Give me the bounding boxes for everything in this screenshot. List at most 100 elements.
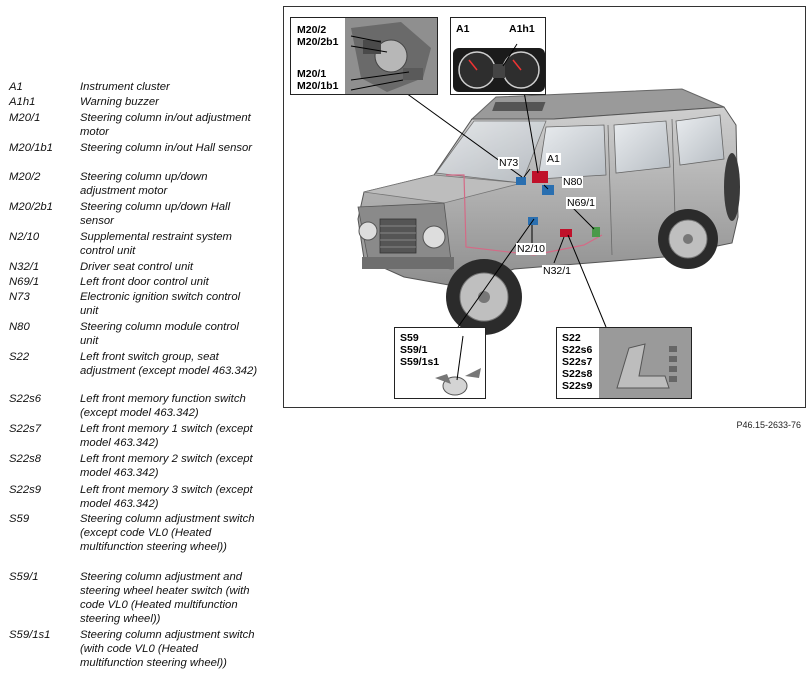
front-bumper — [362, 257, 454, 269]
callout-steering-switch: S59 S59/1 S59/1s1 — [394, 327, 486, 399]
legend-description: Steering column up/down Hall sensor — [80, 201, 231, 227]
legend-row: S22s6 Left front memory function switch (… — [9, 392, 269, 420]
component-n80 — [542, 185, 554, 195]
tag-n2-10: N2/10 — [516, 243, 547, 255]
legend-description: Left front memory 1 switch (except model… — [80, 423, 253, 449]
legend-row: S59/1 Steering column adjustment and stee… — [9, 570, 269, 626]
headlight-left — [358, 221, 378, 241]
legend-description: Steering column adjustment and steering … — [80, 571, 250, 625]
callout-steering-motor: M20/2 M20/2b1 M20/1 M20/1b1 — [290, 17, 438, 95]
legend-description: Steering column in/out Hall sensor — [80, 142, 253, 154]
legend-row: N2/10 Supplemental restraint system contr… — [9, 230, 269, 258]
component-n73 — [516, 177, 526, 185]
steering-switch-photo — [435, 335, 481, 396]
legend-code: S59 — [9, 513, 30, 525]
label-s59-1: S59/1 — [400, 344, 428, 356]
legend-description: Steering column module control unit — [80, 321, 239, 347]
legend-code: M20/2b1 — [9, 201, 53, 213]
component-n69-1 — [592, 227, 600, 237]
side-window-rear — [675, 114, 725, 166]
label-a1: A1 — [456, 23, 470, 35]
legend-description: Steering column adjustment switch (excep… — [80, 513, 255, 553]
legend-code: M20/1b1 — [9, 142, 53, 154]
legend-row: S59/1s1 Steering column adjustment switch… — [9, 628, 269, 670]
legend-code: N80 — [9, 321, 30, 333]
legend-row: M20/1 Steering column in/out adjustment m… — [9, 111, 269, 139]
side-window-middle — [613, 120, 671, 174]
label-s22s6: S22s6 — [562, 344, 593, 356]
tag-n73: N73 — [498, 157, 520, 169]
legend-description: Steering column adjustment switch (with … — [80, 629, 255, 669]
wheel-front — [446, 259, 522, 335]
steering-motor-photo — [345, 18, 437, 94]
headlight-right — [422, 225, 446, 249]
legend-code: M20/1 — [9, 112, 41, 124]
legend-code: A1 — [9, 81, 23, 93]
legend-description: Steering column in/out adjustment motor — [80, 112, 251, 138]
label-m20-2: M20/2 — [297, 24, 327, 36]
figure-reference-code: P46.15-2633-76 — [736, 420, 801, 430]
legend-description: Left front switch group, seat adjustment… — [80, 351, 258, 377]
legend-code: S22 — [9, 351, 30, 363]
legend-description: Electronic ignition switch control unit — [80, 291, 241, 317]
legend-code: N73 — [9, 291, 30, 303]
radiator-grille — [379, 218, 417, 254]
legend-code: S22s7 — [9, 423, 42, 435]
callout-instrument-cluster: A1 A1h1 — [450, 17, 546, 95]
legend-code: S22s6 — [9, 393, 42, 405]
label-m20-1: M20/1 — [297, 68, 327, 80]
legend-row: M20/2b1 Steering column up/down Hall sens… — [9, 200, 269, 228]
legend-description: Supplemental restraint system control un… — [80, 231, 232, 257]
callout-seat-switch: S22 S22s6 S22s7 S22s8 S22s9 — [556, 327, 692, 399]
component-n32-1 — [560, 229, 572, 237]
legend-row: N73 Electronic ignition switch control un… — [9, 290, 269, 318]
legend-description: Left front memory function switch (excep… — [80, 393, 246, 419]
legend-row: S22s8 Left front memory 2 switch (except … — [9, 452, 269, 480]
legend-code: S22s8 — [9, 453, 42, 465]
legend-code: S59/1s1 — [9, 629, 51, 641]
legend-code: S59/1 — [9, 571, 39, 583]
tag-n32-1: N32/1 — [542, 265, 573, 277]
legend-description: Left front memory 2 switch (except model… — [80, 453, 253, 479]
wheel-rear — [658, 209, 718, 269]
label-a1h1: A1h1 — [509, 23, 535, 35]
label-s22s8: S22s8 — [562, 368, 593, 380]
legend-description: Driver seat control unit — [80, 261, 194, 273]
vehicle-illustration — [357, 38, 740, 335]
seat-switch-photo — [599, 328, 691, 398]
spare-wheel — [724, 153, 740, 221]
legend-row: A1h1 Warning buzzer — [9, 95, 269, 109]
label-m20-2b1: M20/2b1 — [297, 36, 339, 48]
legend-row: N69/1 Left front door control unit — [9, 275, 269, 289]
legend-row: S22 Left front switch group, seat adjustm… — [9, 350, 269, 392]
tag-n69-1: N69/1 — [566, 197, 597, 209]
legend-row: N32/1 Driver seat control unit — [9, 260, 269, 274]
legend-description: Steering column up/down adjustment motor — [80, 171, 208, 197]
legend-code: S22s9 — [9, 484, 42, 496]
legend-row: N80 Steering column module control unit — [9, 320, 269, 348]
legend-description: Warning buzzer — [80, 96, 159, 108]
tag-a1: A1 — [546, 153, 561, 165]
legend-code: N2/10 — [9, 231, 40, 243]
label-s59: S59 — [400, 332, 419, 344]
legend-description: Left front door control unit — [80, 276, 209, 288]
legend-row: M20/2 Steering column up/down adjustment … — [9, 170, 269, 198]
instrument-cluster-photo — [453, 43, 545, 92]
legend-code: N69/1 — [9, 276, 40, 288]
component-a1 — [532, 171, 548, 183]
legend-row: A1 Instrument cluster — [9, 80, 269, 94]
vehicle-diagram: M20/2 M20/2b1 M20/1 M20/1b1 A1 A1h1 S59 … — [283, 6, 806, 408]
legend-code: M20/2 — [9, 171, 41, 183]
label-s22: S22 — [562, 332, 581, 344]
label-s22s7: S22s7 — [562, 356, 593, 368]
legend-description: Instrument cluster — [80, 81, 170, 93]
legend-code: N32/1 — [9, 261, 40, 273]
wiring-harness — [446, 174, 603, 256]
legend-code: A1h1 — [9, 96, 36, 108]
legend-row: M20/1b1 Steering column in/out Hall senso… — [9, 141, 269, 169]
legend-row: S59 Steering column adjustment switch (ex… — [9, 512, 269, 568]
legend-row: S22s7 Left front memory 1 switch (except … — [9, 422, 269, 450]
side-window-front — [537, 124, 607, 180]
tag-n80: N80 — [562, 176, 584, 188]
